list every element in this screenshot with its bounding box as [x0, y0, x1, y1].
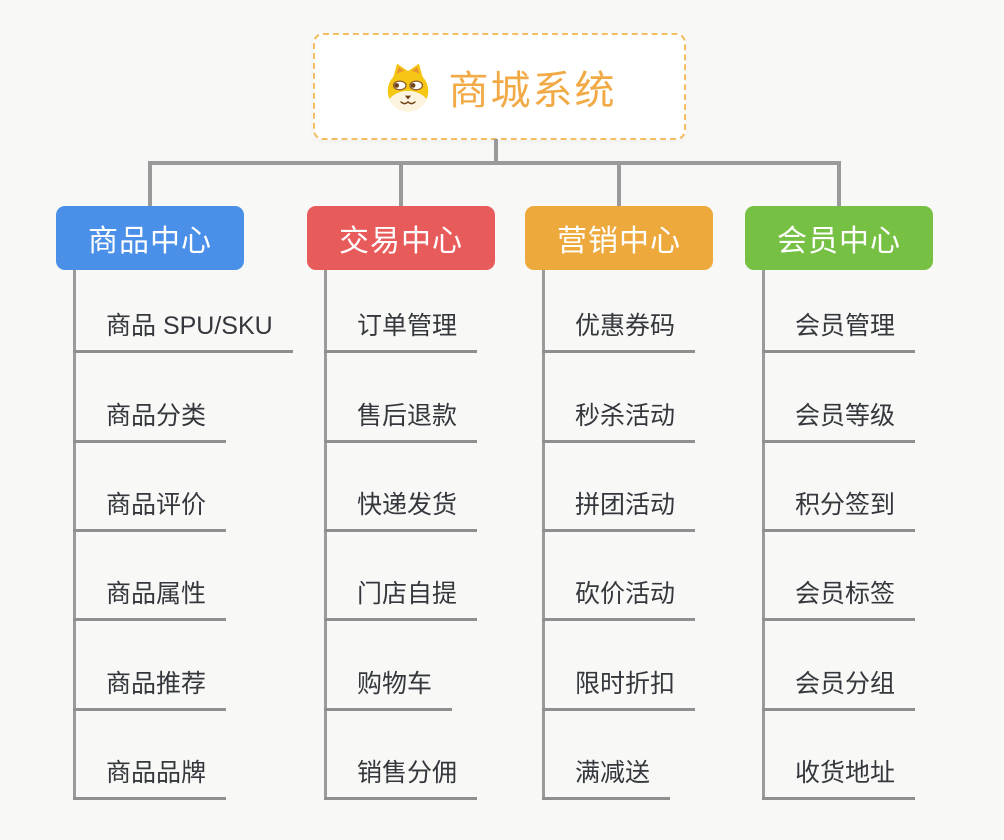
topic-node-bargain-activity[interactable]: 砍价活动: [542, 577, 696, 621]
root-stem-connector: [494, 139, 498, 163]
topic-label: 收货地址: [795, 759, 896, 787]
topic-label: 拼团活动: [575, 491, 676, 519]
branch-column-marketing-center: 营销中心 优惠券码 秒杀活动 拼团活动 砍价活动 限时折扣 满减送: [525, 206, 777, 816]
topic-label: 商品推荐: [106, 670, 207, 698]
topic-label: 会员管理: [795, 312, 896, 340]
branch-label: 交易中心: [339, 225, 463, 258]
topic-label: 会员等级: [795, 402, 896, 430]
branch-column-trade-center: 交易中心 订单管理 售后退款 快递发货 门店自提 购物车 销售分佣: [307, 206, 559, 816]
topic-node-product-category[interactable]: 商品分类: [73, 399, 227, 443]
topic-node-shipping-address[interactable]: 收货地址: [762, 756, 916, 800]
topic-node-limited-time-discount[interactable]: 限时折扣: [542, 667, 696, 711]
topic-node-product-recommend[interactable]: 商品推荐: [73, 667, 227, 711]
branch-trunk-line: [762, 270, 765, 800]
branch-trunk-line: [542, 270, 545, 800]
topic-node-order-management[interactable]: 订单管理: [324, 309, 478, 353]
topic-label: 购物车: [357, 670, 433, 698]
topic-label: 会员分组: [795, 670, 896, 698]
topic-node-flash-sale[interactable]: 秒杀活动: [542, 399, 696, 443]
topic-node-store-pickup[interactable]: 门店自提: [324, 577, 478, 621]
topic-node-member-tag[interactable]: 会员标签: [762, 577, 916, 621]
branch-node-trade-center[interactable]: 交易中心: [307, 206, 495, 270]
topic-label: 会员标签: [795, 580, 896, 608]
topic-node-express-delivery[interactable]: 快递发货: [324, 488, 478, 532]
topic-node-member-management[interactable]: 会员管理: [762, 309, 916, 353]
topic-label: 商品 SPU/SKU: [106, 312, 273, 340]
branch-column-product-center: 商品中心 商品 SPU/SKU 商品分类 商品评价 商品属性 商品推荐 商品品牌: [56, 206, 308, 816]
branch-trunk-line: [73, 270, 76, 800]
topic-node-member-group[interactable]: 会员分组: [762, 667, 916, 711]
topic-label: 售后退款: [357, 402, 458, 430]
topic-node-sales-commission[interactable]: 销售分佣: [324, 756, 478, 800]
topic-node-product-brand[interactable]: 商品品牌: [73, 756, 227, 800]
branch-node-marketing-center[interactable]: 营销中心: [525, 206, 713, 270]
topic-node-member-level[interactable]: 会员等级: [762, 399, 916, 443]
topic-label: 门店自提: [357, 580, 458, 608]
branch-node-member-center[interactable]: 会员中心: [745, 206, 933, 270]
topic-label: 秒杀活动: [575, 402, 676, 430]
topic-label: 商品品牌: [106, 759, 207, 787]
topic-label: 限时折扣: [575, 670, 676, 698]
topic-label: 砍价活动: [575, 580, 676, 608]
topic-label: 订单管理: [357, 312, 458, 340]
branch-node-product-center[interactable]: 商品中心: [56, 206, 244, 270]
topic-node-spend-save[interactable]: 满减送: [542, 756, 671, 800]
topic-label: 商品属性: [106, 580, 207, 608]
root-node-label: 商城系统: [448, 68, 617, 113]
branch-label: 会员中心: [777, 225, 901, 258]
topic-node-coupon-code[interactable]: 优惠券码: [542, 309, 696, 353]
topic-label: 商品分类: [106, 402, 207, 430]
branch-label: 营销中心: [557, 225, 681, 258]
drop-connector-member: [837, 165, 841, 206]
topic-label: 快递发货: [357, 491, 458, 519]
branch-trunk-line: [324, 270, 327, 800]
topic-label: 优惠券码: [575, 312, 676, 340]
topic-node-product-review[interactable]: 商品评价: [73, 488, 227, 532]
shiba-dog-icon: [387, 63, 428, 111]
topic-node-product-spu-sku[interactable]: 商品 SPU/SKU: [73, 309, 293, 353]
topic-node-points-checkin[interactable]: 积分签到: [762, 488, 916, 532]
branch-column-member-center: 会员中心 会员管理 会员等级 积分签到 会员标签 会员分组 收货地址: [745, 206, 997, 816]
drop-connector-marketing: [617, 165, 621, 206]
topic-node-product-attribute[interactable]: 商品属性: [73, 577, 227, 621]
topic-node-group-buying[interactable]: 拼团活动: [542, 488, 696, 532]
topic-label: 积分签到: [795, 491, 896, 519]
topic-label: 商品评价: [106, 491, 207, 519]
branch-bus-connector: [148, 161, 841, 165]
topic-node-shopping-cart[interactable]: 购物车: [324, 667, 453, 711]
root-node-mall-system[interactable]: 商城系统: [313, 33, 686, 140]
topic-label: 销售分佣: [357, 759, 458, 787]
drop-connector-trade: [399, 165, 403, 206]
drop-connector-product: [148, 165, 152, 206]
topic-label: 满减送: [575, 759, 651, 787]
topic-node-aftersale-refund[interactable]: 售后退款: [324, 399, 478, 443]
branch-label: 商品中心: [88, 225, 212, 258]
